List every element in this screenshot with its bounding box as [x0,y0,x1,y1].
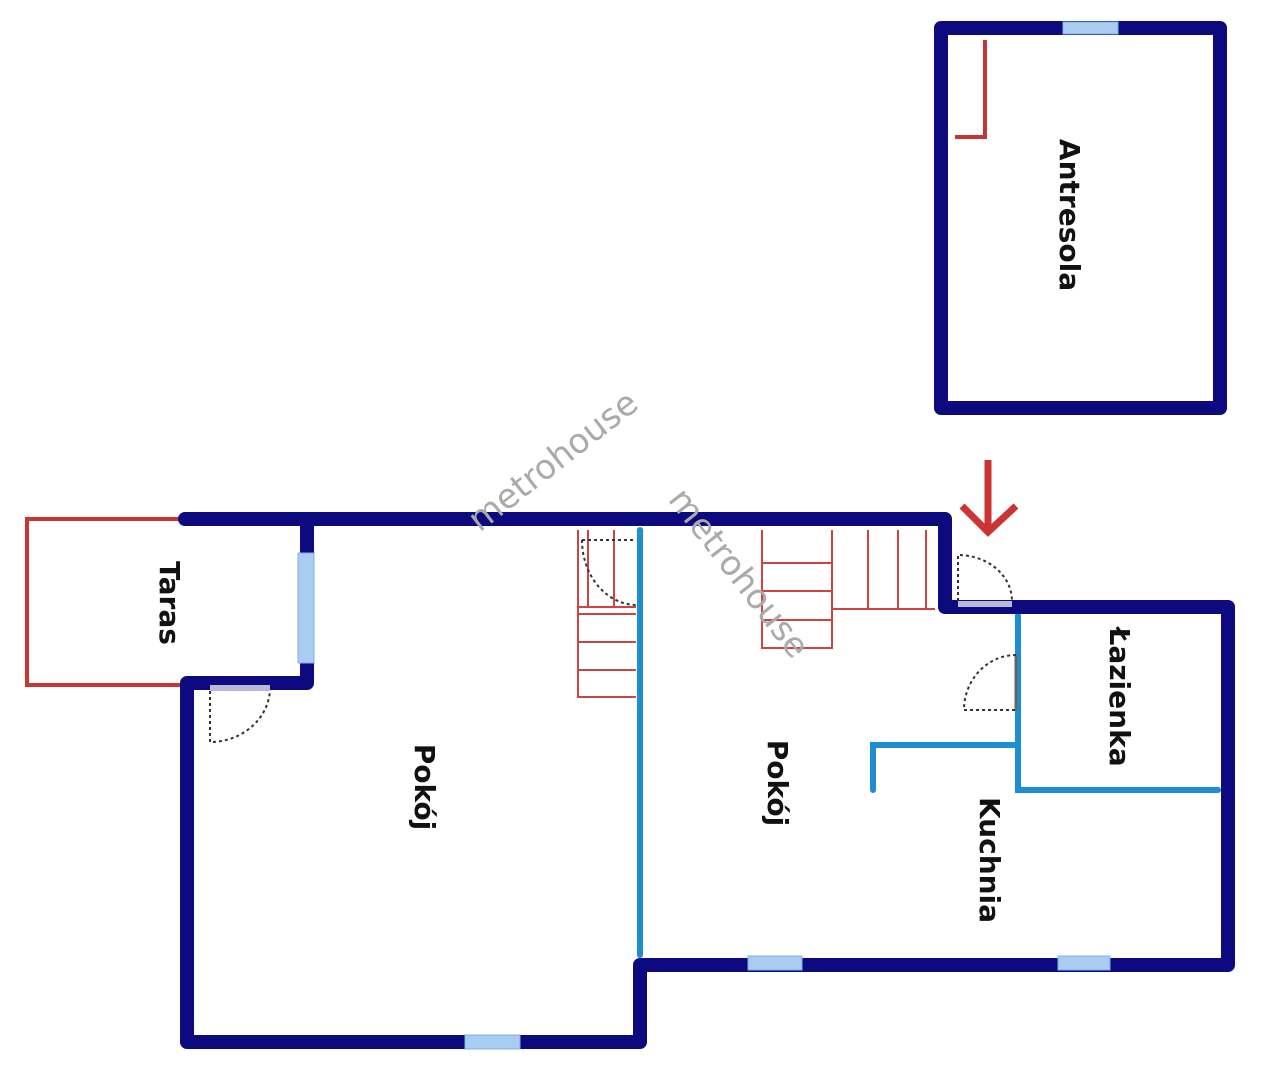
window [747,955,803,971]
terrace-outline [25,517,185,687]
exterior-walls [178,512,1235,1049]
room-label-kuchnia: Kuchnia [973,797,1006,923]
window [1062,21,1119,35]
room-label-pokoj-left: Pokój [408,744,441,830]
room-label-pokoj-right: Pokój [761,740,794,826]
stairs-left [577,530,636,698]
antresola-level: Antresola [934,21,1227,415]
entrance-arrow-icon [959,460,1019,537]
stair-opening [955,40,987,139]
window [464,1034,521,1050]
kitchen-partition [870,742,1021,793]
door-stairs [581,539,637,606]
bathroom-wall [1015,612,1221,793]
door-main [957,553,1013,607]
window [297,552,315,664]
door-bathroom [962,654,1018,711]
stairs-right [761,530,935,649]
room-label-antresola: Antresola [1053,139,1086,291]
window [1057,955,1111,971]
room-label-lazienka: Łazienka [1103,625,1136,766]
room-label-taras: Taras [153,561,186,645]
door-entrance-left [209,685,271,744]
watermark: metrohouse [660,481,817,666]
